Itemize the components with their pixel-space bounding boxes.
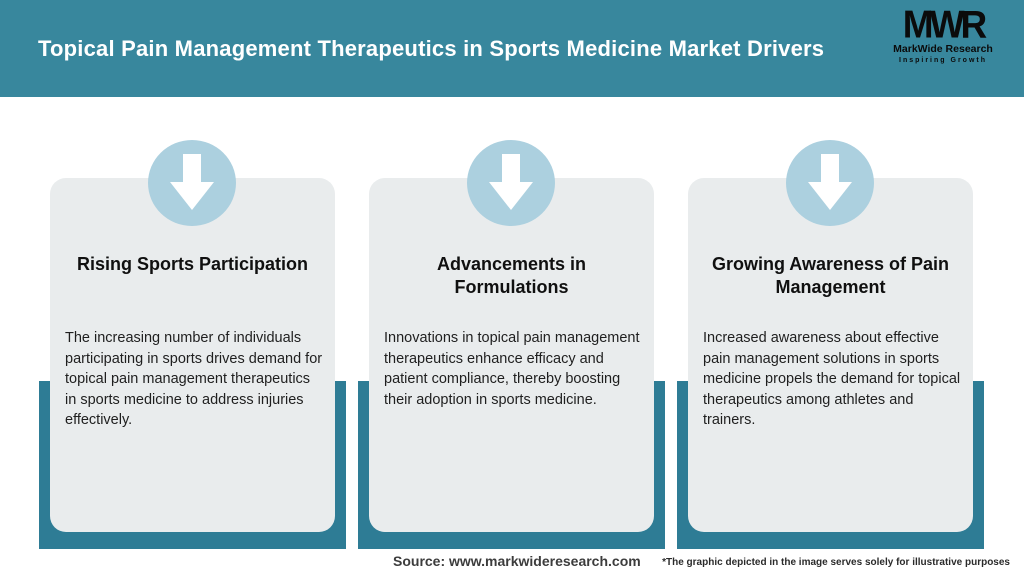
brand-logo: MWR MarkWide Research Inspiring Growth (878, 2, 1008, 64)
card-description: The increasing number of individuals par… (65, 330, 323, 428)
page-title: Topical Pain Management Therapeutics in … (38, 35, 825, 61)
down-arrow-icon (148, 140, 236, 226)
card-title: Rising Sports Participation (76, 254, 309, 274)
driver-card: Advancements in Formulations Innovations… (369, 178, 654, 532)
card-description: Increased awareness about effective pain… (703, 330, 961, 428)
brand-acronym: MWR (902, 2, 987, 47)
card-description: Innovations in topical pain management t… (384, 330, 640, 408)
infographic-header: Topical Pain Management Therapeutics in … (0, 0, 1024, 97)
disclaimer-text: *The graphic depicted in the image serve… (662, 557, 1010, 568)
brand-name: MarkWide Research (893, 43, 993, 55)
brand-tagline: Inspiring Growth (899, 57, 987, 64)
down-arrow-icon (786, 140, 874, 226)
down-arrow-icon (467, 140, 555, 226)
card-title: Growing Awareness of Pain Management (711, 254, 950, 297)
source-text: Source: www.markwideresearch.com (393, 553, 641, 569)
driver-card: Rising Sports Participation The increasi… (50, 178, 335, 532)
driver-card: Growing Awareness of Pain Management Inc… (688, 178, 973, 532)
card-title: Advancements in Formulations (436, 254, 587, 297)
